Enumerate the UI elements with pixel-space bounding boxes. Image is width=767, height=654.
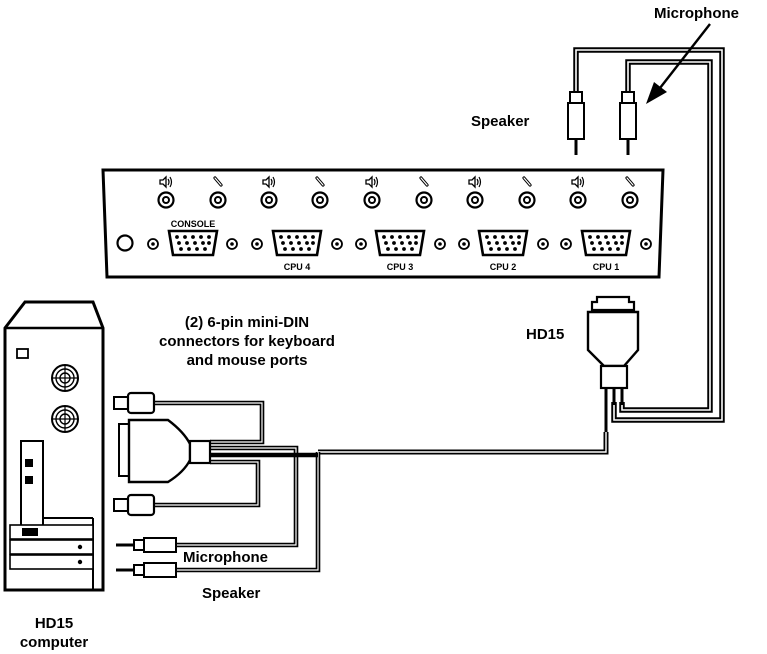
microphone-bottom-label: Microphone — [183, 549, 268, 566]
console-label: CONSOLE — [171, 219, 216, 229]
speaker-jack — [260, 191, 278, 209]
cpu3-label: CPU 3 — [387, 262, 414, 272]
screw-icon — [331, 238, 343, 250]
microphone-pc-plug — [116, 537, 177, 553]
vga-port — [22, 528, 38, 536]
cpu2-label: CPU 2 — [490, 262, 517, 272]
cpu4-port — [271, 229, 323, 257]
fan-icon — [51, 364, 79, 392]
speaker-plug — [567, 91, 585, 155]
microphone-plug — [619, 91, 637, 155]
computer-label-line1: HD15 — [35, 615, 73, 632]
hd15-connector-left — [118, 418, 212, 484]
kvm-switch: CONSOLE CPU 4 CPU 3 CPU 2 CPU 1 — [101, 168, 665, 279]
screw-icon — [537, 238, 549, 250]
ps2-port — [25, 476, 33, 484]
speaker-pc-plug — [116, 562, 177, 578]
microphone-arrow — [659, 23, 711, 89]
video-cable — [318, 432, 609, 455]
top-audio-cables: Microphone Speaker — [471, 5, 739, 423]
cpu1-port — [580, 229, 632, 257]
console-port — [167, 229, 219, 257]
mouse-minidin-plug — [113, 493, 156, 517]
computer-tower — [3, 300, 105, 592]
cpu1-label: CPU 1 — [593, 262, 620, 272]
microphone-jack — [209, 191, 227, 209]
screw-icon — [640, 238, 652, 250]
speaker-top-label: Speaker — [471, 113, 530, 130]
screw-icon — [355, 238, 367, 250]
arrowhead-icon — [646, 82, 667, 104]
minidin-label-line3: and mouse ports — [187, 352, 308, 369]
computer-cables — [113, 391, 321, 578]
screw-icon — [434, 238, 446, 250]
minidin-label-line1: (2) 6-pin mini-DIN — [185, 314, 309, 331]
screw-icon — [147, 238, 159, 250]
microphone-top-label: Microphone — [654, 5, 739, 22]
microphone-jack — [621, 191, 639, 209]
power-jack — [116, 234, 134, 252]
cpu4-label: CPU 4 — [284, 262, 311, 272]
speaker-jack — [363, 191, 381, 209]
screw-icon — [226, 238, 238, 250]
screw-icon — [251, 238, 263, 250]
hd15-right-label: HD15 — [526, 326, 564, 343]
cpu3-port — [374, 229, 426, 257]
keyboard-minidin-plug — [113, 391, 156, 415]
computer-label-line2: computer — [20, 634, 89, 651]
power-socket-icon — [16, 348, 29, 359]
screw-icon — [560, 238, 572, 250]
minidin-label-line2: connectors for keyboard — [159, 333, 335, 350]
screw-icon — [458, 238, 470, 250]
ps2-port — [25, 459, 33, 467]
speaker-jack — [157, 191, 175, 209]
microphone-jack — [415, 191, 433, 209]
microphone-jack — [311, 191, 329, 209]
speaker-jack — [466, 191, 484, 209]
speaker-jack — [569, 191, 587, 209]
cpu2-port — [477, 229, 529, 257]
microphone-jack — [518, 191, 536, 209]
hd15-connector-right: HD15 — [526, 295, 640, 432]
fan-icon — [51, 405, 79, 433]
speaker-bottom-label: Speaker — [202, 585, 261, 602]
